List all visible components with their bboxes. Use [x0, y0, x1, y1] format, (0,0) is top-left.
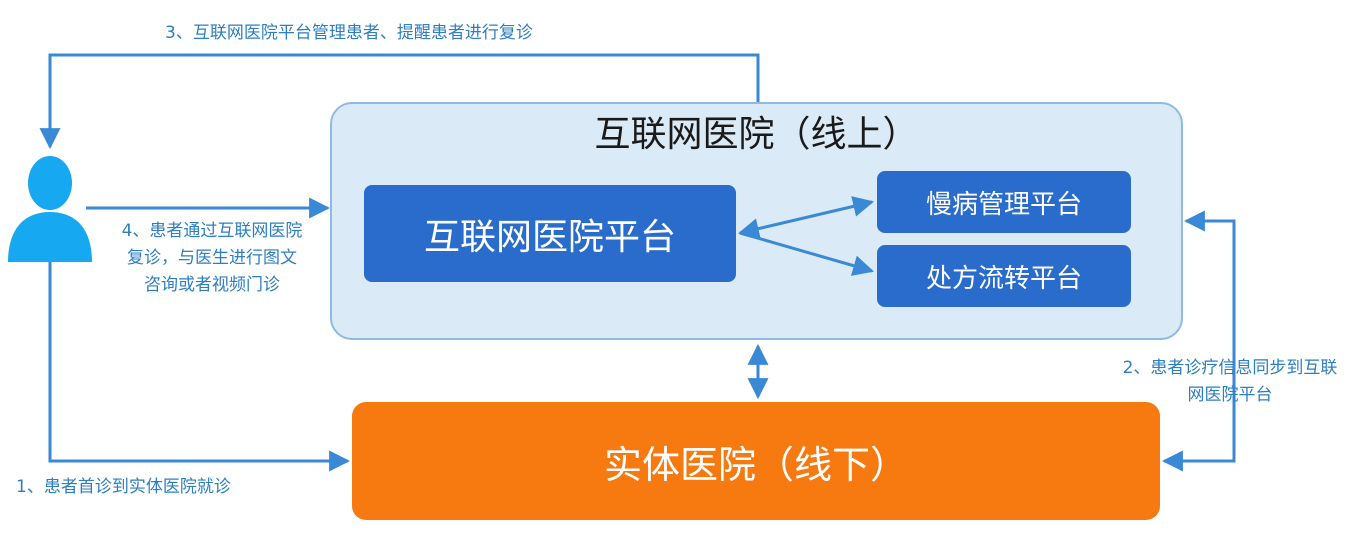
arrow-platform-prescription: [739, 231, 875, 276]
step4-line1: 4、患者通过互联网医院: [121, 221, 303, 241]
chronic-management-box: 慢病管理平台: [877, 171, 1131, 233]
arrow-step1: [48, 262, 351, 472]
internet-hospital-platform-box: 互联网医院平台: [364, 185, 736, 282]
arrow-step2: [1161, 210, 1236, 472]
person-icon: [8, 156, 92, 262]
step3-label: 3、互联网医院平台管理患者、提醒患者进行复诊: [165, 23, 533, 43]
step2-line1: 2、患者诊疗信息同步到互联: [1122, 358, 1338, 378]
step4-line2: 复诊，与医生进行图文: [127, 248, 297, 268]
prescription-flow-box: 处方流转平台: [877, 245, 1131, 307]
arrow-platform-chronic: [737, 196, 875, 239]
step4-label: 4、患者通过互联网医院 复诊，与医生进行图文 咨询或者视频门诊: [92, 218, 332, 299]
arrow-step3: [39, 53, 760, 150]
offline-hospital-box: 实体医院（线下）: [352, 402, 1160, 520]
online-hospital-title: 互联网医院（线上）: [594, 114, 919, 155]
step2-line2: 网医院平台: [1187, 385, 1273, 405]
step2-label: 2、患者诊疗信息同步到互联 网医院平台: [1090, 355, 1370, 409]
step1-label: 1、患者首诊到实体医院就诊: [16, 477, 231, 497]
step4-line3: 咨询或者视频门诊: [144, 275, 280, 295]
